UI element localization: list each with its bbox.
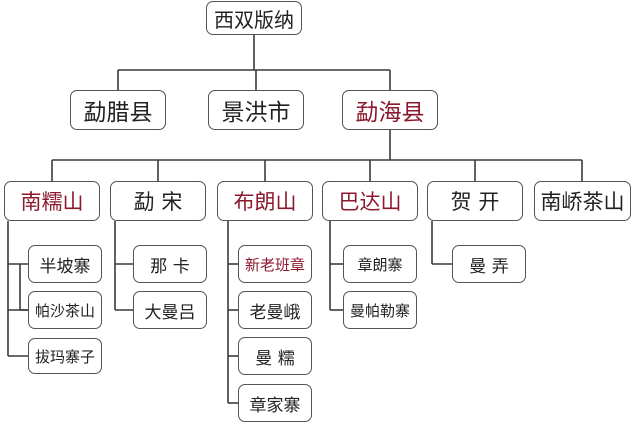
- mountain-node-badashan: 巴达山: [322, 181, 418, 221]
- village-node-xinlaobanzhang: 新老班章: [238, 245, 312, 283]
- mountain-node-nanqiao: 南峤茶山: [534, 181, 631, 221]
- county-node-mengla: 勐腊县: [70, 90, 166, 130]
- county-node-jinghong: 景洪市: [208, 90, 304, 130]
- mountain-node-bulangshan: 布朗山: [217, 181, 313, 221]
- root-node-xishuangbanna: 西双版纳: [206, 1, 302, 35]
- village-node-manpalezhai: 曼帕勒寨: [343, 291, 417, 329]
- village-node-pashachashan: 帕沙茶山: [28, 291, 102, 329]
- village-node-laomane: 老曼峨: [238, 291, 312, 329]
- mountain-node-mengsong: 勐 宋: [110, 181, 206, 221]
- village-node-mannong: 曼 弄: [452, 245, 526, 283]
- county-node-menghai: 勐海县: [342, 90, 438, 130]
- mountain-node-hekai: 贺 开: [427, 181, 523, 221]
- village-node-banpozhai: 半坡寨: [28, 245, 102, 283]
- village-node-mannuo: 曼 糯: [238, 337, 312, 375]
- village-node-damanlv: 大曼吕: [133, 291, 207, 329]
- village-node-zhangjiazhai: 章家寨: [238, 384, 312, 422]
- village-node-zhanglangzhai: 章朗寨: [343, 245, 417, 283]
- village-node-naka: 那 卡: [133, 245, 207, 283]
- village-node-bamazhaizi: 拔玛寨子: [28, 338, 102, 374]
- mountain-node-nannuoshan: 南糯山: [4, 181, 100, 221]
